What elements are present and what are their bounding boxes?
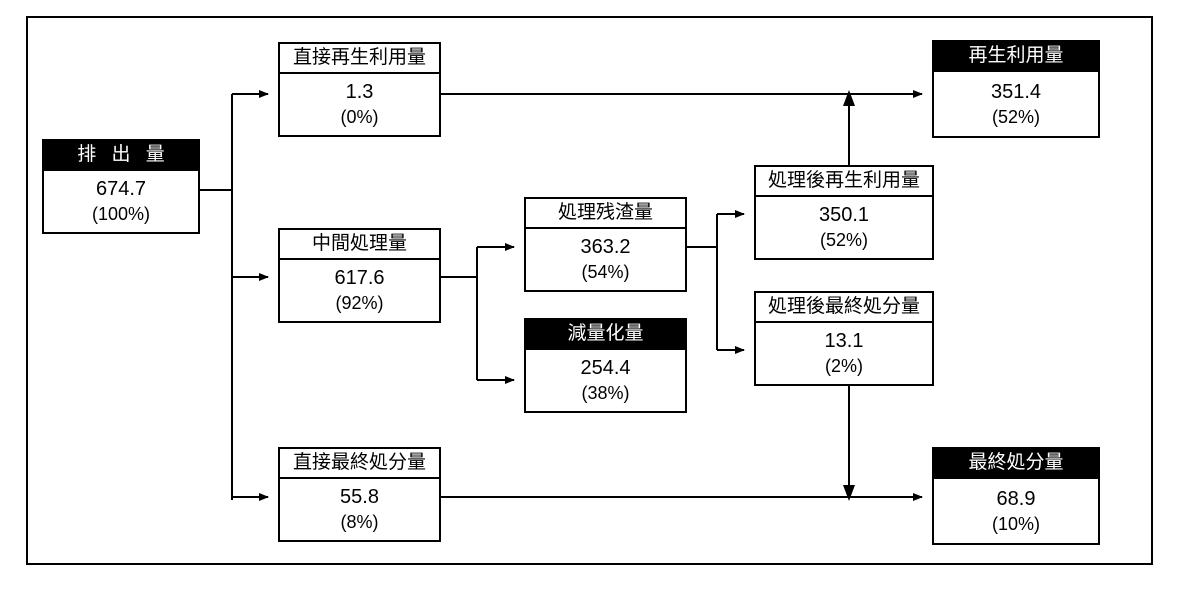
node-post-treatment-final-disposal-title: 処理後最終処分量 — [756, 293, 932, 323]
node-volume-reduction-body: 254.4 (38%) — [526, 350, 685, 411]
node-post-treatment-recycle-percent: (52%) — [819, 230, 868, 250]
node-post-treatment-final-disposal-percent: (2%) — [824, 356, 863, 376]
node-treatment-residue-title: 処理残渣量 — [526, 199, 685, 229]
node-final-disposal-total-percent: (10%) — [991, 513, 1040, 534]
node-post-treatment-final-disposal-body: 13.1 (2%) — [756, 323, 932, 384]
node-final-disposal-total-title: 最終処分量 — [934, 449, 1098, 479]
node-final-disposal-total[interactable]: 最終処分量 68.9 (10%) — [932, 447, 1100, 545]
node-intermediate-treatment-title: 中間処理量 — [280, 230, 439, 260]
node-volume-reduction[interactable]: 減量化量 254.4 (38%) — [524, 318, 687, 413]
node-treatment-residue-body: 363.2 (54%) — [526, 229, 685, 290]
node-post-treatment-recycle-title: 処理後再生利用量 — [756, 167, 932, 197]
node-recycled-total-value: 351.4 — [990, 80, 1042, 103]
node-post-treatment-final-disposal-value: 13.1 — [824, 330, 864, 352]
node-volume-reduction-percent: (38%) — [581, 383, 630, 403]
node-direct-recycle[interactable]: 直接再生利用量 1.3 (0%) — [278, 42, 441, 137]
node-direct-final-disposal-percent: (8%) — [340, 512, 379, 532]
node-volume-reduction-title: 減量化量 — [526, 320, 685, 350]
node-intermediate-treatment-value: 617.6 — [334, 267, 385, 289]
node-volume-reduction-value: 254.4 — [580, 357, 631, 379]
node-direct-final-disposal-value: 55.8 — [340, 486, 379, 508]
node-direct-recycle-value: 1.3 — [345, 81, 374, 103]
node-recycled-total-percent: (52%) — [991, 106, 1040, 127]
node-intermediate-treatment-body: 617.6 (92%) — [280, 260, 439, 321]
node-direct-final-disposal-title: 直接最終処分量 — [280, 449, 439, 479]
node-direct-final-disposal-body: 55.8 (8%) — [280, 479, 439, 540]
node-post-treatment-recycle[interactable]: 処理後再生利用量 350.1 (52%) — [754, 165, 934, 260]
node-post-treatment-final-disposal[interactable]: 処理後最終処分量 13.1 (2%) — [754, 291, 934, 386]
node-direct-recycle-title: 直接再生利用量 — [280, 44, 439, 74]
node-treatment-residue-value: 363.2 — [580, 236, 631, 258]
node-treatment-residue-percent: (54%) — [581, 262, 630, 282]
node-recycled-total-body: 351.4 (52%) — [934, 72, 1098, 136]
node-direct-final-disposal[interactable]: 直接最終処分量 55.8 (8%) — [278, 447, 441, 542]
node-direct-recycle-percent: (0%) — [340, 107, 379, 127]
node-intermediate-treatment[interactable]: 中間処理量 617.6 (92%) — [278, 228, 441, 323]
node-emission-title: 排 出 量 — [44, 141, 198, 171]
node-final-disposal-total-value: 68.9 — [996, 487, 1036, 510]
node-treatment-residue[interactable]: 処理残渣量 363.2 (54%) — [524, 197, 687, 292]
node-post-treatment-recycle-body: 350.1 (52%) — [756, 197, 932, 258]
diagram-frame — [26, 16, 1153, 565]
node-emission-percent: (100%) — [91, 204, 151, 224]
node-emission-value: 674.7 — [95, 178, 147, 200]
node-post-treatment-recycle-value: 350.1 — [818, 204, 870, 226]
node-recycled-total[interactable]: 再生利用量 351.4 (52%) — [932, 40, 1100, 138]
node-direct-recycle-body: 1.3 (0%) — [280, 74, 439, 135]
node-emission-body: 674.7 (100%) — [44, 171, 198, 232]
node-final-disposal-total-body: 68.9 (10%) — [934, 479, 1098, 543]
node-emission[interactable]: 排 出 量 674.7 (100%) — [42, 139, 200, 234]
node-intermediate-treatment-percent: (92%) — [335, 293, 384, 313]
node-recycled-total-title: 再生利用量 — [934, 42, 1098, 72]
